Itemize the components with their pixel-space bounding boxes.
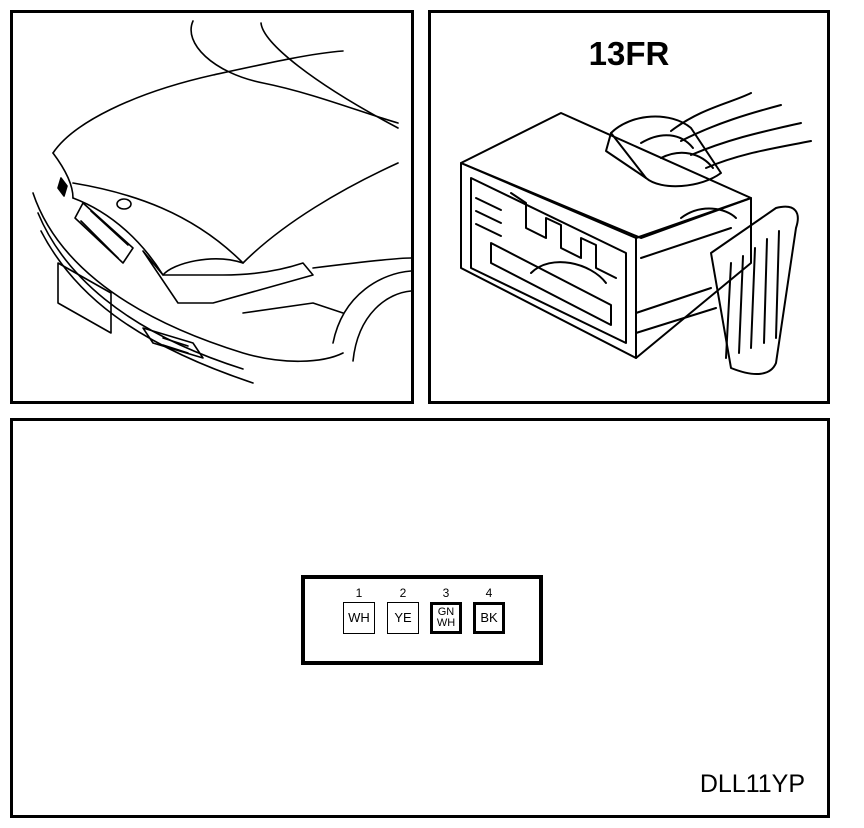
connector-pinout-box: 1 WH 2 YE 3 GN WH 4 BK — [301, 575, 543, 665]
pin-2: 2 YE — [385, 579, 421, 634]
pin-wire-color: BK — [473, 602, 505, 634]
pin-color-label: BK — [480, 610, 498, 625]
pin-1: 1 WH — [341, 579, 377, 634]
pinout-panel: 1 WH 2 YE 3 GN WH 4 BK DLL11YP — [10, 418, 830, 818]
pin-wire-color: WH — [343, 602, 375, 634]
pin-number: 2 — [399, 586, 407, 600]
pin-wire-color: GN WH — [430, 602, 462, 634]
pin-color-label: WH — [348, 610, 370, 625]
connector-illustration — [460, 92, 812, 375]
connector-code: 13FR — [588, 35, 670, 72]
pin-color-label-secondary: WH — [436, 617, 456, 629]
reference-code: DLL11YP — [699, 770, 805, 798]
pin-color-label: GN — [437, 606, 455, 618]
pin-color-label: YE — [394, 610, 412, 625]
pin-number: 4 — [485, 586, 493, 600]
pin-wire-color: YE — [387, 602, 419, 634]
pin-3: 3 GN WH — [428, 579, 464, 634]
vehicle-front-illustration — [32, 20, 411, 384]
pin-number: 3 — [442, 586, 450, 600]
vehicle-location-panel — [10, 10, 414, 404]
pin-number: 1 — [355, 586, 363, 600]
connector-illustration-panel: 13FR — [428, 10, 830, 404]
pin-4: 4 BK — [471, 579, 507, 634]
